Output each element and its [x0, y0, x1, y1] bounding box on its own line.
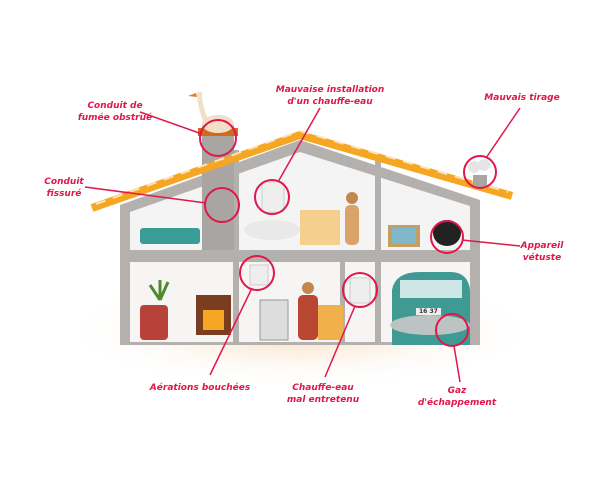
label-water-heater: Chauffe-eau mal entretenu	[287, 382, 359, 406]
circle-water-heater	[342, 272, 378, 308]
exhaust-smoke	[390, 315, 470, 335]
circle-draft	[463, 155, 497, 189]
highlight-circles	[199, 119, 497, 347]
bed	[140, 228, 200, 244]
water-heater-kitchen	[349, 277, 371, 304]
label-line: mal entretenu	[286, 395, 360, 405]
label-blocked-vents: Aérations bouchées	[150, 382, 250, 394]
person-kitchen	[298, 295, 318, 340]
label-line: Appareil	[520, 241, 564, 251]
vent	[249, 264, 269, 286]
label-chimney-blocked: Conduit de fumée obstrué	[78, 100, 152, 124]
label-old-appliance: Appareil vétuste	[521, 240, 564, 264]
circle-old-appliance	[430, 220, 464, 254]
circle-water-heater-install	[254, 179, 290, 215]
label-line: Mauvaise installation	[275, 85, 385, 95]
bathtub	[244, 220, 300, 240]
label-bad-install: Mauvaise installation d'un chauffe-eau	[276, 84, 385, 108]
circle-cracked-flue	[204, 187, 240, 223]
label-line: Chauffe-eau	[292, 383, 354, 393]
person-shower	[345, 205, 359, 245]
leader-lines	[84, 107, 521, 383]
label-line: fissuré	[46, 189, 82, 199]
label-line: Conduit de	[87, 101, 143, 111]
circle-chimney-top	[199, 119, 237, 157]
circle-exhaust	[435, 313, 469, 347]
label-line: d'un chauffe-eau	[287, 97, 373, 107]
label-line: Aérations bouchées	[149, 383, 251, 393]
car-plate: 16 37	[416, 308, 441, 315]
label-cracked-flue: Conduit fissuré	[44, 176, 83, 200]
label-line: Conduit	[44, 177, 84, 187]
water-heater-upstairs	[261, 181, 285, 213]
label-line: vétuste	[522, 253, 562, 263]
label-bad-draft: Mauvais tirage	[484, 92, 559, 104]
oven	[259, 299, 289, 341]
armchair	[140, 305, 168, 340]
label-exhaust: Gaz d'échappement	[418, 385, 496, 409]
label-line: Gaz	[447, 386, 467, 396]
label-line: d'échappement	[417, 398, 497, 408]
label-line: Mauvais tirage	[484, 93, 560, 103]
stove	[433, 220, 461, 246]
goose	[202, 115, 234, 133]
label-line: fumée obstrué	[77, 113, 153, 123]
roof	[90, 131, 514, 212]
circle-vents	[239, 255, 275, 291]
